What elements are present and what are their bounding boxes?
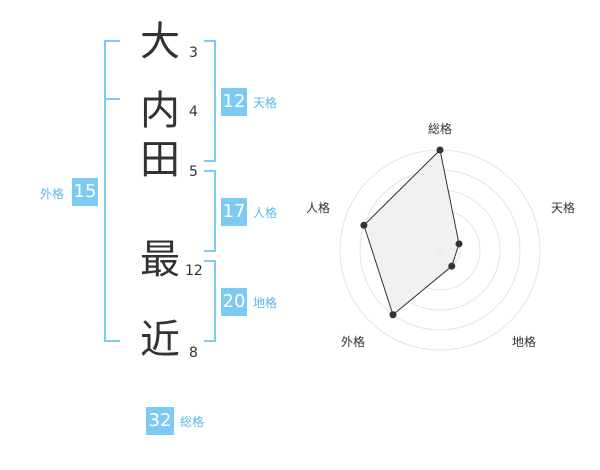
radar-point-1 [436, 146, 444, 154]
stroke-count-5: 8 [189, 345, 198, 361]
soukaku-value: 32 [146, 407, 174, 435]
stroke-count-3: 5 [189, 164, 198, 180]
chikaku-label: 地格 [253, 296, 278, 310]
radar-label-soukaku: 総格 [428, 122, 453, 136]
stroke-count-2: 4 [189, 104, 198, 120]
jinkaku-value: 17 [221, 198, 247, 226]
gaikaku-bracket [104, 40, 120, 342]
name-char-1: 大 [140, 19, 180, 65]
radar-point-3 [448, 262, 456, 270]
stroke-count-1: 3 [189, 45, 198, 61]
radar-point-4 [389, 311, 397, 319]
jinkaku-label: 人格 [253, 206, 278, 220]
radar-label-jinkaku: 人格 [306, 201, 331, 215]
tenkaku-value: 12 [221, 88, 247, 116]
soukaku-label: 総格 [180, 415, 205, 429]
radar-point-2 [455, 240, 463, 248]
gaikaku-value: 15 [72, 178, 98, 206]
tenkaku-label: 天格 [253, 96, 278, 110]
radar-area [363, 148, 460, 316]
stroke-count-4: 12 [185, 263, 203, 279]
name-char-4: 最 [140, 237, 180, 283]
jinkaku-bracket [204, 170, 216, 252]
gaikaku-label: 外格 [40, 187, 65, 201]
name-char-3: 田 [140, 137, 180, 183]
tenkaku-bracket [204, 40, 216, 162]
gaikaku-inner-tick [106, 98, 120, 100]
radar-label-gaikaku: 外格 [341, 335, 366, 349]
radar-label-chikaku: 地格 [512, 335, 537, 349]
radar-point-5 [360, 221, 368, 229]
name-char-2: 内 [140, 88, 180, 134]
name-char-5: 近 [140, 317, 180, 363]
chikaku-bracket [204, 260, 216, 342]
radar-label-tenkaku: 天格 [551, 201, 576, 215]
chikaku-value: 20 [221, 288, 247, 316]
